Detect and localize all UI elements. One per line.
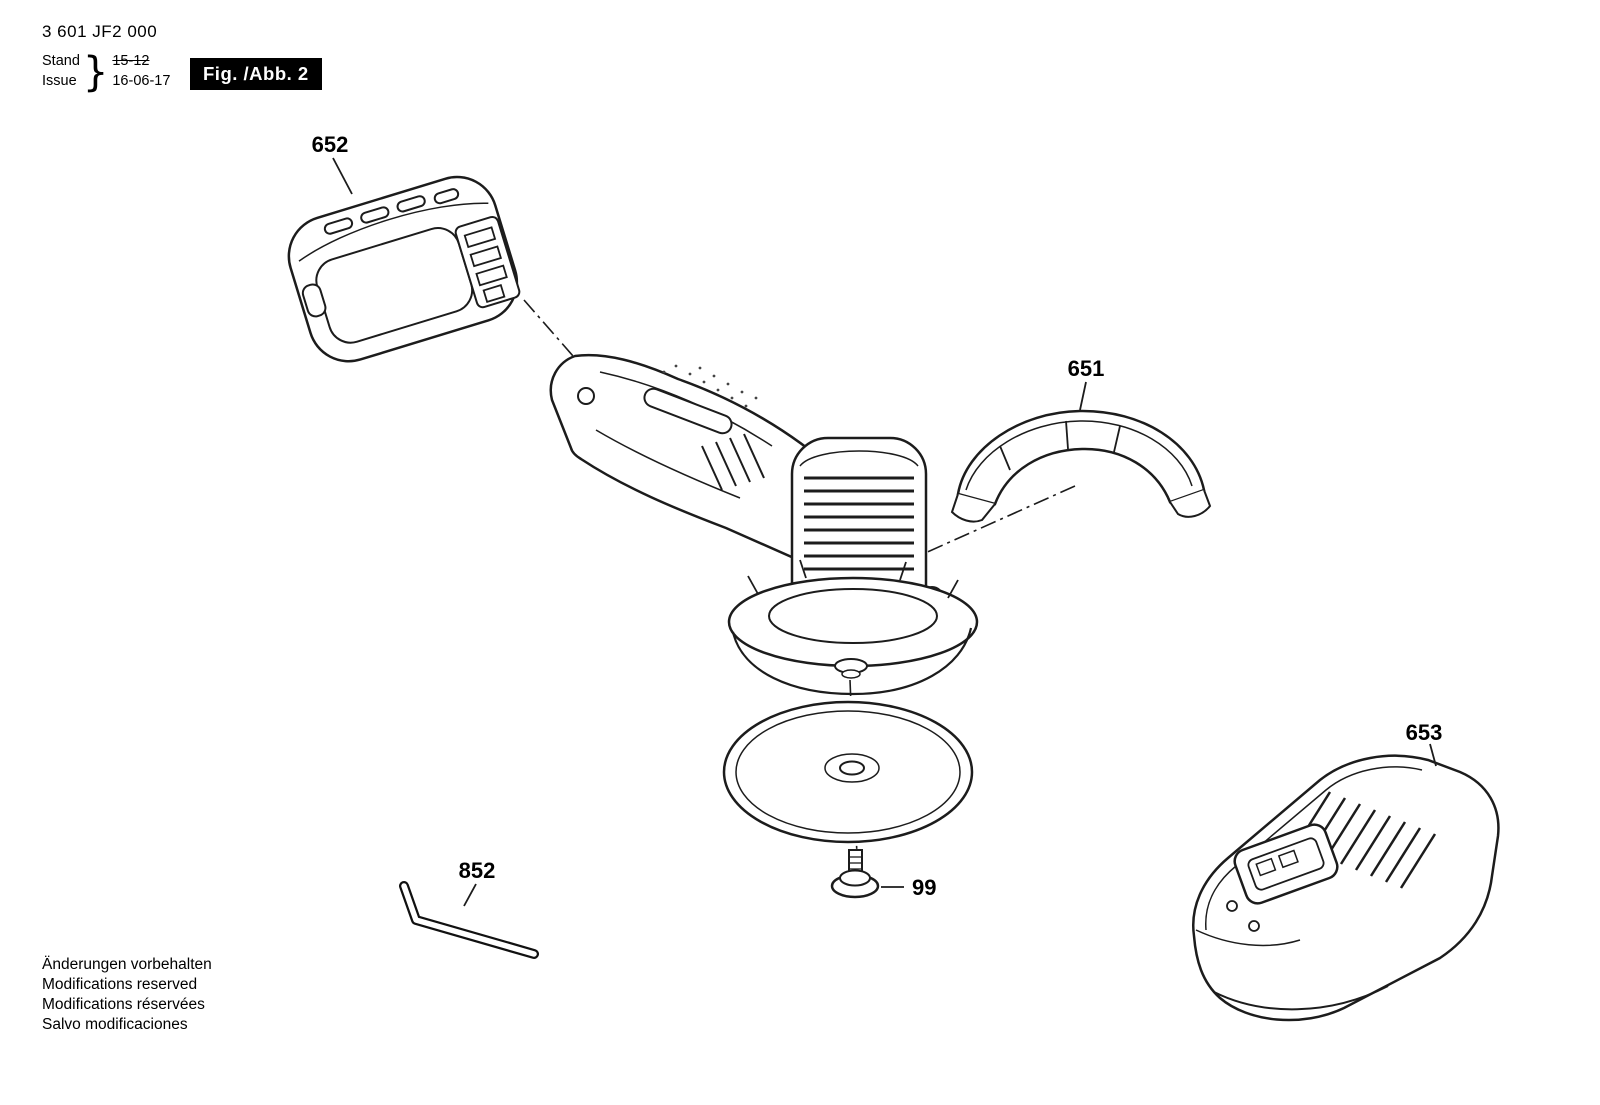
battery-vent-slat bbox=[433, 188, 460, 205]
guard-seam-lines bbox=[999, 420, 1121, 471]
battery-vent-slat bbox=[396, 195, 426, 213]
part-number: 3 601 JF2 000 bbox=[42, 22, 158, 41]
hex-key-drawing bbox=[399, 881, 539, 959]
axis-battery-to-tool bbox=[523, 299, 581, 365]
part-label-guard: 651 bbox=[1068, 356, 1105, 381]
hex-key-fill bbox=[401, 883, 537, 957]
footer-note: Änderungen vorbehalten bbox=[42, 956, 212, 973]
clamping-screw-drawing bbox=[830, 849, 880, 899]
spindle-tip bbox=[841, 669, 861, 679]
figure-badge: Fig. /Abb. 2 bbox=[190, 58, 322, 90]
charger-battery-slot bbox=[1233, 823, 1339, 905]
part-label-battery: 652 bbox=[312, 132, 349, 157]
angle-grinder-drawing bbox=[549, 353, 979, 696]
collar-scallop-marks bbox=[747, 559, 959, 599]
revision-values: 15-12 16-06-17 bbox=[112, 52, 170, 91]
screw-head bbox=[839, 869, 871, 887]
footer-note: Modifications réservées bbox=[42, 996, 205, 1014]
housing-cap-seam bbox=[799, 450, 919, 467]
charger-drawing bbox=[1192, 754, 1500, 1022]
stand-label: Stand bbox=[42, 53, 80, 70]
battery-contact-slot bbox=[475, 264, 508, 287]
charger-led bbox=[1248, 920, 1260, 932]
part-label-screw: 99 bbox=[912, 875, 936, 900]
slot-contact bbox=[1277, 849, 1299, 869]
revision-block: Stand Issue } 15-12 16-06-17 bbox=[42, 48, 170, 96]
collar-lower-lip bbox=[731, 627, 973, 696]
part-label-hex-key: 852 bbox=[459, 858, 496, 883]
battery-pack-drawing bbox=[287, 175, 521, 363]
charger-base-seam bbox=[1213, 985, 1389, 1011]
guard-right-flange bbox=[1169, 489, 1212, 518]
battery-vent-slat bbox=[360, 206, 390, 224]
battery-top-seam bbox=[298, 202, 489, 262]
footer-note: Salvo modificaciones bbox=[42, 1016, 188, 1034]
sanding-disc-drawing bbox=[722, 700, 974, 844]
guard-rim bbox=[965, 420, 1193, 491]
slide-switch bbox=[643, 387, 733, 435]
grinder-handle bbox=[549, 353, 838, 570]
part-label-charger: 653 bbox=[1406, 720, 1443, 745]
revision-labels: Stand Issue bbox=[42, 52, 80, 91]
battery-clip bbox=[482, 284, 506, 304]
neck-vent-slats bbox=[701, 433, 765, 491]
motor-vent-slats bbox=[804, 476, 914, 571]
axis-guard-to-tool bbox=[913, 485, 1076, 559]
guard-band bbox=[956, 409, 1206, 506]
leader-653 bbox=[1429, 743, 1437, 767]
charger-vent-slats bbox=[1294, 791, 1437, 889]
battery-contact-slot bbox=[463, 226, 497, 249]
slot-contact bbox=[1255, 857, 1277, 877]
battery-release-button bbox=[301, 283, 327, 318]
revision-brace: } bbox=[82, 48, 109, 96]
leader-651 bbox=[1079, 381, 1087, 411]
disc-center-hole bbox=[839, 760, 865, 776]
issue-label: Issue bbox=[42, 73, 77, 89]
handle-seam-bottom bbox=[595, 429, 741, 499]
battery-vent-slat bbox=[323, 217, 354, 235]
charger-body bbox=[1192, 754, 1500, 1022]
charger-top-ridge bbox=[1205, 766, 1423, 931]
leader-852 bbox=[463, 883, 477, 907]
guard-left-flange bbox=[950, 493, 996, 523]
charger-front-seam bbox=[1195, 929, 1301, 947]
footer-notes: Änderungen vorbehalten Modifications res… bbox=[42, 955, 212, 1036]
issue-value: 16-06-17 bbox=[112, 73, 171, 89]
stand-value: 15-12 bbox=[112, 53, 150, 70]
charger-led bbox=[1226, 900, 1238, 912]
screw-threads bbox=[849, 856, 862, 870]
mounting-collar-inner bbox=[768, 588, 938, 644]
grip-texture-dots bbox=[662, 364, 758, 408]
battery-contact-slot bbox=[469, 245, 503, 268]
leader-652 bbox=[332, 157, 353, 195]
guard-drawing bbox=[950, 409, 1212, 523]
leader-lines bbox=[332, 157, 1437, 907]
footer-note: Modifications reserved bbox=[42, 976, 198, 994]
handle-hole bbox=[577, 387, 595, 405]
